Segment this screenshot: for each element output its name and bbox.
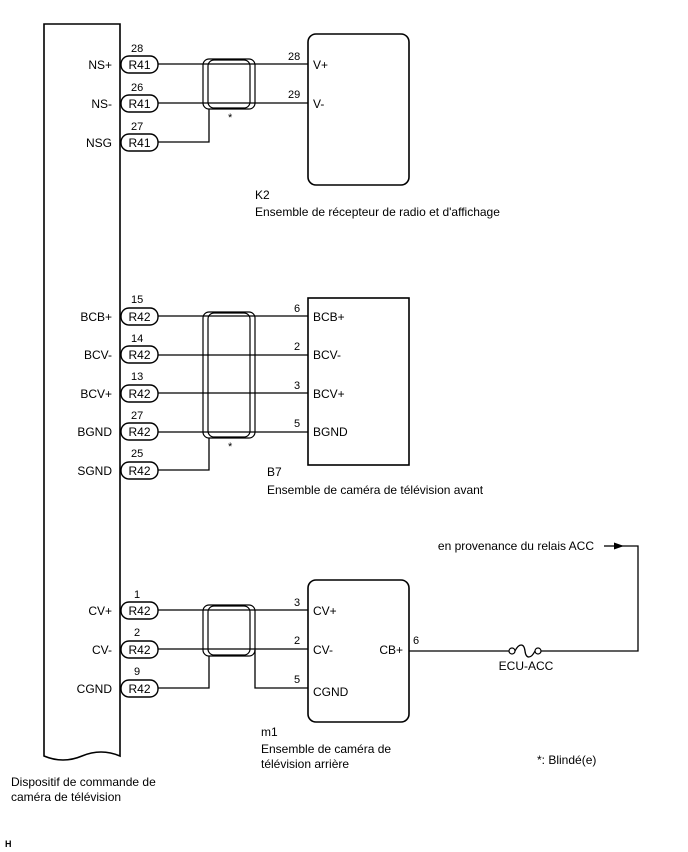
connector-r41: R41 [120, 94, 159, 113]
m1-name-line2: télévision arrière [261, 757, 349, 771]
svg-text:R42: R42 [128, 643, 150, 657]
m1-section: CV+ CV- CGND 1 2 9 R42 R42 R42 3 2 5 CV+… [77, 539, 639, 771]
ecu-pin-label-cgnd: CGND [77, 682, 113, 696]
connector-r42: R42 [120, 640, 159, 659]
wire [158, 656, 210, 689]
svg-text:R42: R42 [128, 682, 150, 696]
shield-outer [202, 58, 256, 110]
svg-text:R41: R41 [128, 97, 150, 111]
connector-r42: R42 [120, 384, 159, 403]
ecu-pin-number: 2 [134, 627, 140, 639]
ecu-pin-number: 25 [131, 448, 143, 460]
connector-r42: R42 [120, 307, 159, 326]
m1-pin-number: 5 [294, 674, 300, 686]
m1-code: m1 [261, 725, 278, 739]
ecu-pin-label-bgnd: BGND [77, 425, 112, 439]
b7-pin-number: 6 [294, 303, 300, 315]
b7-pin-label-bcb-plus: BCB+ [313, 310, 345, 324]
b7-pin-label-bcv-plus: BCV+ [313, 387, 345, 401]
ecu-caption-line2: caméra de télévision [11, 790, 121, 804]
b7-pin-number: 3 [294, 380, 300, 392]
shield-outer [202, 604, 256, 657]
svg-text:R42: R42 [128, 348, 150, 362]
ecu-pin-number: 27 [131, 410, 143, 422]
wire [158, 438, 210, 471]
shield-inner [207, 605, 251, 656]
shield-inner [207, 59, 251, 109]
m1-pin-number: 3 [294, 597, 300, 609]
ecu-pin-number: 9 [134, 666, 140, 678]
b7-code: B7 [267, 465, 282, 479]
k2-radio-display-box [307, 33, 410, 186]
ecu-pin-label-bcb-plus: BCB+ [80, 310, 112, 324]
m1-pin-label-cv-minus: CV- [313, 643, 333, 657]
connector-r41: R41 [120, 133, 159, 152]
b7-pin-number: 2 [294, 341, 300, 353]
shield-marker: * [228, 112, 233, 124]
svg-text:R42: R42 [128, 604, 150, 618]
ecu-pin-label-ns-plus: NS+ [88, 58, 112, 72]
shield-legend: *: Blindé(e) [537, 753, 596, 767]
shield-outer [202, 311, 256, 439]
b7-name: Ensemble de caméra de télévision avant [267, 483, 484, 497]
ecu-pin-label-cv-plus: CV+ [88, 604, 112, 618]
fuse-label: ECU-ACC [499, 659, 554, 673]
connector-r41: R41 [120, 55, 159, 74]
m1-pin-label-cv-plus: CV+ [313, 604, 337, 618]
k2-pin-number: 29 [288, 89, 300, 101]
connector-r42: R42 [120, 345, 159, 364]
wire [541, 545, 639, 652]
m1-name-line1: Ensemble de caméra de [261, 742, 391, 756]
svg-text:R41: R41 [128, 136, 150, 150]
ecu-pin-number: 27 [131, 121, 143, 133]
k2-pin-label-v-minus: V- [313, 97, 324, 111]
tv-camera-ecu-box [43, 23, 121, 761]
b7-pin-number: 5 [294, 418, 300, 430]
svg-text:R42: R42 [128, 387, 150, 401]
k2-name: Ensemble de récepteur de radio et d'affi… [255, 205, 500, 219]
ecu-pin-label-bcv-plus: BCV+ [80, 387, 112, 401]
ecu-pin-number: 15 [131, 294, 143, 306]
svg-text:R42: R42 [128, 310, 150, 324]
svg-text:R41: R41 [128, 58, 150, 72]
m1-power-label: CB+ [379, 643, 403, 657]
b7-pin-label-bcv-minus: BCV- [313, 348, 341, 362]
connector-r42: R42 [120, 601, 159, 620]
b7-section: BCB+ BCV- BCV+ BGND SGND 15 14 13 27 25 … [77, 294, 483, 497]
corner-mark: H [5, 839, 12, 849]
svg-text:R42: R42 [128, 425, 150, 439]
svg-text:R42: R42 [128, 464, 150, 478]
ecu-pin-label-sgnd: SGND [77, 464, 112, 478]
ecu-pin-label-bcv-minus: BCV- [84, 348, 112, 362]
connector-r42: R42 [120, 422, 159, 441]
acc-source-label: en provenance du relais ACC [438, 539, 594, 553]
k2-pin-label-v-plus: V+ [313, 58, 328, 72]
m1-pin-number: 2 [294, 635, 300, 647]
shield-inner [207, 312, 251, 438]
arrow-icon [604, 542, 624, 550]
fuse-symbol [508, 644, 542, 658]
connector-r42: R42 [120, 679, 159, 698]
ecu-pin-number: 13 [131, 371, 143, 383]
k2-pin-number: 28 [288, 51, 300, 63]
connector-r42: R42 [120, 461, 159, 480]
ecu-pin-number: 26 [131, 82, 143, 94]
k2-code: K2 [255, 188, 270, 202]
ecu-pin-label-ns-minus: NS- [91, 97, 112, 111]
b7-pin-label-bgnd: BGND [313, 425, 348, 439]
ecu-pin-label-nsg: NSG [86, 136, 112, 150]
ecu-caption-line1: Dispositif de commande de [11, 775, 156, 789]
ecu-pin-number: 28 [131, 43, 143, 55]
k2-section: NS+ NS- NSG 28 26 27 R41 R41 R41 * 28 2 [86, 33, 500, 219]
shield-marker: * [228, 441, 233, 453]
b7-front-camera-box [307, 297, 410, 466]
ecu-pin-number: 14 [131, 333, 143, 345]
ecu-pin-number: 1 [134, 589, 140, 601]
m1-power-pin-number: 6 [413, 635, 419, 647]
m1-pin-label-cgnd: CGND [313, 685, 349, 699]
wire [158, 109, 210, 143]
ecu-pin-label-cv-minus: CV- [92, 643, 112, 657]
wire [254, 650, 308, 689]
